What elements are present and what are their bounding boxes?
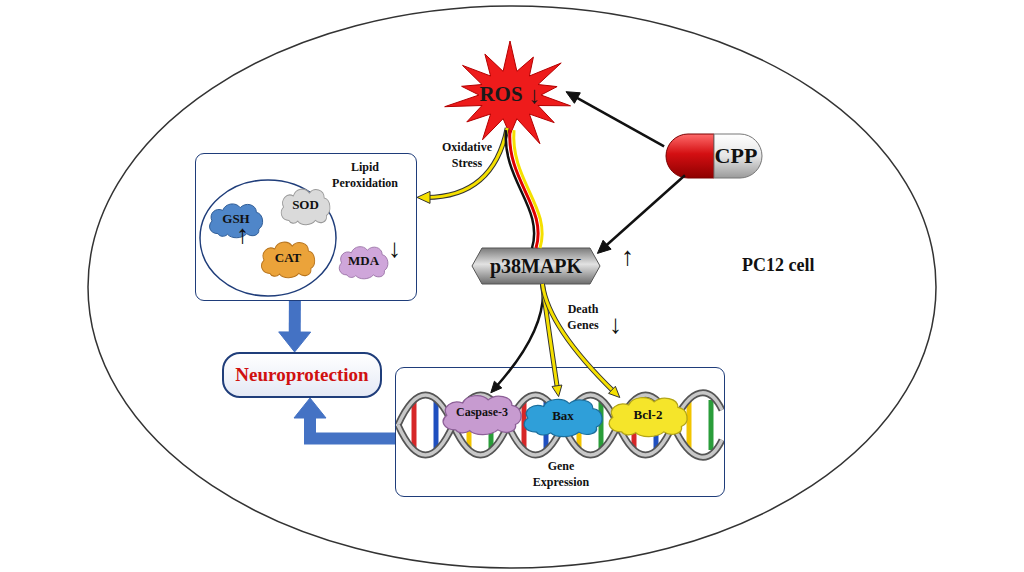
node-text: CPP bbox=[715, 144, 758, 168]
node-text: MDA bbox=[348, 254, 379, 268]
arrow-head bbox=[491, 381, 502, 393]
drug-capsule: CPP bbox=[662, 132, 766, 180]
caspase-protein: Caspase-3 bbox=[438, 390, 526, 436]
outcome-box: Neuroprotection bbox=[222, 352, 382, 398]
dna-strand bbox=[398, 395, 722, 457]
text-holder: MDA bbox=[336, 242, 391, 280]
text-holder: Neuroprotection bbox=[224, 354, 380, 396]
connector-line bbox=[289, 301, 301, 338]
node-text: SOD bbox=[292, 198, 319, 212]
node-text: Bcl-2 bbox=[634, 408, 663, 422]
node-title: Gene Expression bbox=[521, 458, 601, 490]
gene-expression-box: Gene Expression Caspase-3 Bax Bcl-2 bbox=[395, 367, 725, 497]
cell-membrane bbox=[88, 6, 936, 568]
mda-cloud: MDA bbox=[336, 242, 391, 280]
node-text: ↓ bbox=[529, 82, 541, 108]
node-text: Bax bbox=[552, 409, 574, 423]
ros-starburst: ROS ↓ bbox=[440, 40, 580, 150]
dna-rung bbox=[709, 400, 714, 450]
outcome-arrow bbox=[279, 301, 311, 352]
connector-line bbox=[310, 412, 395, 439]
node-text: CAT bbox=[275, 251, 301, 265]
starburst-outline bbox=[445, 41, 571, 144]
text-holder: CPP bbox=[662, 132, 766, 180]
node-text: p38MAPK bbox=[490, 255, 582, 277]
bcl2-protein: Bcl-2 bbox=[604, 392, 692, 438]
hexagon-outline bbox=[472, 248, 600, 284]
cloud-outline bbox=[339, 247, 388, 279]
signal-line bbox=[514, 130, 542, 248]
connector-line bbox=[496, 284, 543, 387]
dna-strand bbox=[398, 393, 722, 455]
dna-rung bbox=[687, 401, 692, 449]
capsule-red-half bbox=[666, 134, 714, 178]
increase-arrow: ↑ bbox=[621, 244, 634, 270]
edge-label: Death Genes bbox=[556, 302, 610, 333]
connector-line bbox=[574, 96, 664, 146]
connector-line bbox=[426, 128, 507, 197]
connector-line bbox=[426, 128, 507, 197]
connector-line bbox=[542, 284, 614, 392]
lipid-peroxidation-box: Lipid PeroxidationGSHSODCATMDA bbox=[195, 153, 417, 301]
decrease-arrow: ↓ bbox=[388, 236, 401, 262]
text-holder: Bax bbox=[519, 394, 607, 438]
increase-arrow: ↑ bbox=[236, 222, 249, 248]
connector-line bbox=[604, 175, 685, 247]
dna-strand bbox=[398, 395, 722, 457]
cloud-outline bbox=[609, 398, 687, 437]
arrow-head bbox=[609, 386, 620, 397]
arrow-head bbox=[294, 398, 326, 418]
kinase-hexagon: p38MAPK bbox=[472, 248, 600, 284]
signal-lines bbox=[506, 130, 542, 248]
connector-line bbox=[542, 284, 557, 389]
cat-cloud: CAT bbox=[258, 237, 318, 279]
node-text: Caspase-3 bbox=[456, 406, 508, 419]
decrease-arrow: ↓ bbox=[609, 312, 622, 338]
node-title: Lipid Peroxidation bbox=[320, 159, 410, 191]
gene-arrow bbox=[542, 284, 562, 397]
activation-arrow bbox=[566, 92, 664, 147]
sod-cloud: SOD bbox=[278, 184, 333, 226]
cloud-outline bbox=[262, 242, 315, 278]
cloud-outline bbox=[524, 399, 602, 436]
text-holder: ROS ↓ bbox=[440, 40, 580, 150]
text-holder: p38MAPK bbox=[472, 248, 600, 284]
stress-arrow bbox=[417, 128, 507, 203]
text-holder: Bcl-2 bbox=[604, 392, 692, 438]
gene-arrow bbox=[491, 284, 543, 393]
arrow-head bbox=[552, 385, 562, 397]
dna-strand bbox=[398, 393, 722, 455]
dna-rung bbox=[412, 401, 417, 449]
connector-line bbox=[542, 284, 614, 392]
node-text: Neuroprotection bbox=[235, 365, 368, 386]
arrow-head bbox=[417, 191, 430, 203]
signal-line bbox=[506, 130, 534, 248]
cloud-outline bbox=[281, 189, 330, 225]
arrow-head bbox=[279, 332, 311, 352]
connector-line bbox=[542, 284, 557, 389]
dna-rung bbox=[434, 400, 439, 450]
arrow-head bbox=[597, 240, 611, 253]
signal-line bbox=[510, 130, 538, 248]
node-text: ROS bbox=[479, 83, 522, 106]
bax-protein: Bax bbox=[519, 394, 607, 438]
edge-label: Oxidative Stress bbox=[434, 140, 500, 171]
text-holder: CAT bbox=[258, 237, 318, 279]
text-holder: SOD bbox=[278, 184, 333, 226]
activation-arrow bbox=[597, 175, 685, 253]
enzyme-circle bbox=[200, 180, 336, 296]
capsule-white-half bbox=[714, 134, 762, 178]
dna-strands bbox=[398, 393, 722, 457]
cell-label: PC12 cell bbox=[742, 256, 814, 274]
cloud-outline bbox=[443, 396, 521, 435]
outcome-arrow bbox=[294, 398, 395, 439]
text-holder: Caspase-3 bbox=[438, 390, 526, 436]
arrow-head bbox=[566, 92, 580, 104]
gene-arrow bbox=[542, 284, 619, 398]
